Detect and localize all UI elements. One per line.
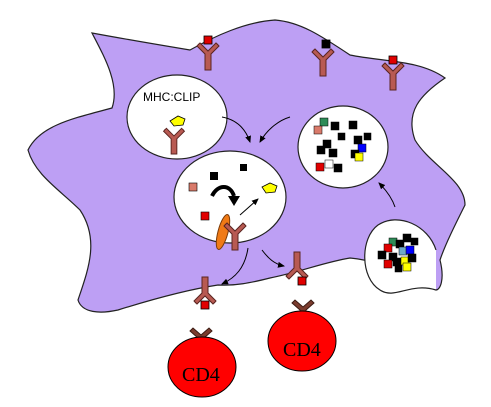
mhc-clip-label: MHC:CLIP	[143, 90, 200, 104]
cd4-label-left: CD4	[182, 364, 220, 386]
cd4-t-cell-left: CD4	[167, 327, 237, 398]
presented-peptide-right	[297, 276, 307, 286]
exchange-arrowhead	[228, 196, 240, 206]
clip-peptide	[169, 115, 186, 127]
exchange-curved-arrow	[210, 185, 236, 198]
peptide-fragments-upper	[313, 117, 372, 173]
peptide-black-1	[210, 172, 218, 180]
peptide-red	[200, 211, 210, 221]
surface-mhc-receptor-1	[196, 35, 220, 71]
surface-mhc-receptor-2	[311, 39, 335, 77]
release-arrow	[239, 198, 259, 216]
surface-mhc-receptor-3	[381, 55, 405, 91]
arrow-from-peptide-vesicle	[259, 116, 291, 143]
presented-peptide-left	[200, 300, 210, 310]
peptide-salmon	[188, 182, 198, 192]
clip-fragment	[261, 182, 278, 194]
arrow-from-clip-vesicle	[221, 116, 251, 143]
arrow-uptake-to-vesicle	[378, 182, 396, 208]
cd4-label-right: CD4	[283, 339, 321, 361]
cd4-t-cell-right: CD4	[267, 299, 337, 372]
peptide-black-2	[240, 164, 247, 171]
peptide-vesicle	[297, 105, 389, 189]
arrow-to-surface-left	[221, 247, 249, 285]
peptide-fragments-lower	[377, 233, 419, 273]
arrow-to-surface-right	[261, 249, 285, 268]
